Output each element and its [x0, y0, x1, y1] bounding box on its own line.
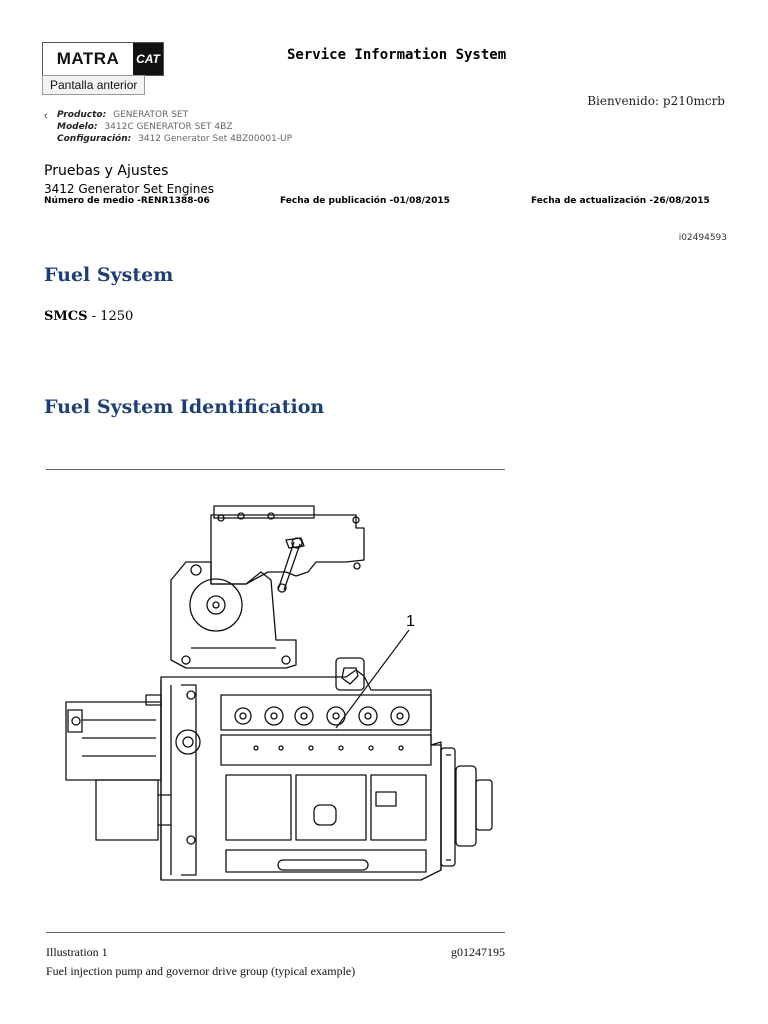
section-title: Fuel System Identification: [44, 396, 325, 418]
divider-bottom: [46, 932, 505, 933]
matra-logo-text: MATRA: [56, 49, 120, 68]
media-number: Número de medio -RENR1388-06: [44, 196, 210, 206]
back-button[interactable]: Pantalla anterior: [42, 75, 146, 95]
model-row: Modelo: 3412C GENERATOR SET 4BZ: [57, 122, 232, 132]
fuel-pump-illustration: [65, 505, 493, 881]
config-row: Configuración: 3412 Generator Set 4BZ000…: [57, 134, 292, 144]
product-label: Producto:: [57, 110, 107, 120]
smcs-label: SMCS: [44, 309, 88, 324]
smcs-value: - 1250: [87, 309, 134, 324]
product-value: GENERATOR SET: [113, 110, 189, 120]
config-label: Configuración:: [57, 134, 132, 144]
graphic-id: g01247195: [451, 945, 505, 959]
document-subtitle: 3412 Generator Set Engines: [44, 182, 215, 196]
cat-logo-icon: CAT: [133, 43, 163, 75]
publication-date: Fecha de publicación -01/08/2015: [280, 196, 450, 206]
product-row: Producto: GENERATOR SET: [57, 110, 188, 120]
document-type: Pruebas y Ajustes: [44, 163, 169, 179]
model-label: Modelo:: [57, 122, 98, 132]
illustration-caption: Fuel injection pump and governor drive g…: [46, 964, 356, 978]
page-title: Fuel System: [44, 264, 174, 286]
welcome-text: Bienvenido: p210mcrb: [587, 94, 725, 108]
chevron-left-icon[interactable]: ‹: [44, 110, 48, 122]
divider-top: [46, 469, 505, 470]
update-date: Fecha de actualización -26/08/2015: [531, 196, 710, 206]
callout-label: 1: [406, 613, 415, 630]
system-title: Service Information System: [287, 47, 507, 63]
document-id: i02494593: [678, 233, 727, 243]
smcs-code: SMCS - 1250: [44, 309, 133, 324]
illustration-label: Illustration 1: [46, 945, 108, 959]
model-value: 3412C GENERATOR SET 4BZ: [104, 122, 233, 132]
config-value: 3412 Generator Set 4BZ00001-UP: [138, 134, 293, 144]
brand-logo: MATRA CAT: [42, 42, 164, 76]
